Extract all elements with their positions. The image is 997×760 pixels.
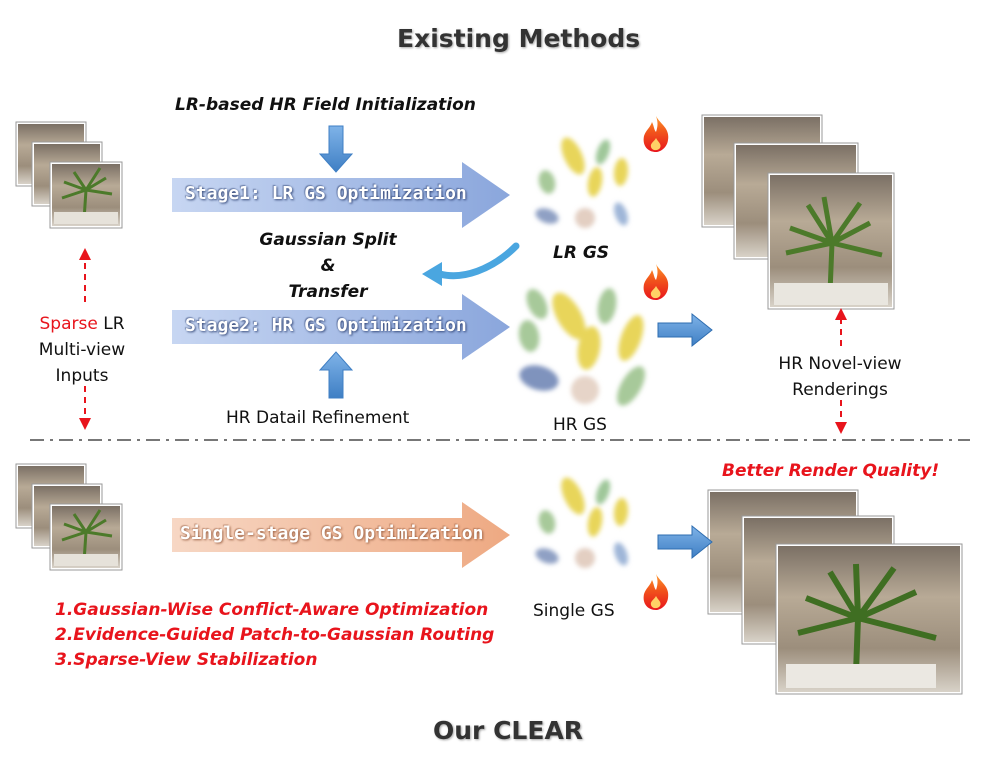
split-line1: Gaussian Split — [259, 230, 397, 250]
our-clear-title: Our CLEAR — [433, 716, 584, 745]
contribution-item: 1.Gaussian-Wise Conflict-Aware Optimizat… — [55, 600, 489, 620]
single-stage-label: Single-stage GS Optimization — [180, 523, 484, 544]
curved-arrow-icon — [422, 242, 520, 286]
hr-gs-label: HR GS — [553, 415, 607, 435]
sparse-line1: Sparse LR — [22, 311, 142, 337]
renderings-line2: Renderings — [792, 380, 888, 400]
output-photo-stack-icon — [707, 489, 963, 695]
hr-renderings-label: HR Novel-view Renderings — [760, 351, 920, 403]
dashed-up-arrow — [835, 308, 847, 346]
right-arrow-icon — [657, 312, 713, 348]
single-stage-arrow — [172, 502, 510, 568]
sparse-line3: Inputs — [55, 366, 109, 386]
lr-gs-label: LR GS — [553, 243, 610, 263]
single-gaussian-cluster-icon — [535, 477, 629, 568]
input-photo-stack-icon — [15, 121, 123, 229]
stage2-arrow — [172, 294, 510, 360]
down-arrow-icon — [318, 125, 354, 173]
lr-gaussian-cluster-icon — [535, 137, 629, 228]
contribution-item: 3.Sparse-View Stabilization — [55, 650, 318, 670]
section-divider — [30, 439, 970, 441]
input-photo-stack-icon — [15, 463, 123, 571]
dashed-up-arrow — [79, 248, 91, 302]
existing-methods-title: Existing Methods — [397, 24, 641, 53]
hr-gaussian-cluster-icon — [518, 288, 645, 406]
sparse-word: Sparse — [39, 314, 98, 334]
right-arrow-icon — [657, 524, 713, 560]
single-gs-label: Single GS — [533, 601, 615, 621]
dashed-down-arrow — [835, 400, 847, 434]
flame-icon — [643, 264, 669, 300]
refine-label: HR Datail Refinement — [226, 408, 410, 428]
flame-icon — [643, 574, 669, 610]
lr-word: LR — [97, 314, 125, 334]
init-label: LR-based HR Field Initialization — [175, 95, 476, 115]
split-line3: Transfer — [288, 282, 368, 302]
up-arrow-icon — [318, 351, 354, 399]
output-photo-stack-icon — [701, 114, 895, 310]
gaussian-split-label: Gaussian Split & Transfer — [248, 227, 408, 305]
dashed-down-arrow — [79, 386, 91, 430]
contribution-item: 2.Evidence-Guided Patch-to-Gaussian Rout… — [55, 625, 495, 645]
split-line2: & — [320, 256, 336, 276]
flame-icon — [643, 116, 669, 152]
better-quality-label: Better Render Quality! — [722, 461, 940, 481]
stage1-label: Stage1: LR GS Optimization — [185, 183, 467, 204]
stage2-label: Stage2: HR GS Optimization — [185, 315, 467, 336]
sparse-inputs-label: Sparse LR Multi-view Inputs — [22, 311, 142, 389]
stage1-arrow — [172, 162, 510, 228]
renderings-line1: HR Novel-view — [778, 354, 902, 374]
sparse-line2: Multi-view — [38, 340, 126, 360]
